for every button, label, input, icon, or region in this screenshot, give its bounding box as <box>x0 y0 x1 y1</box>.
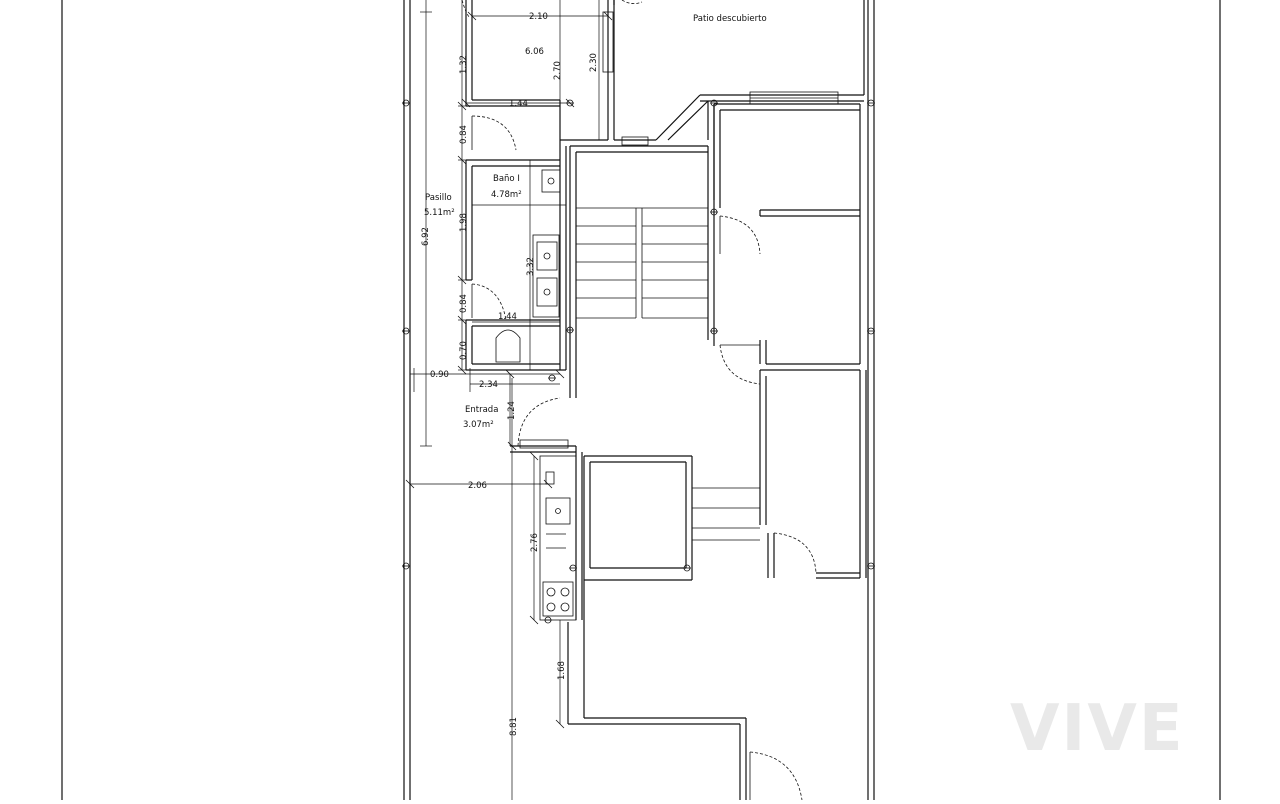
dim-label: 2.70 <box>553 61 563 80</box>
dim-label: 2.76 <box>530 533 540 552</box>
dim-label: 1.68 <box>557 661 567 680</box>
outer-walls <box>403 0 875 800</box>
dim-label: 0.84 <box>459 294 469 313</box>
dim-label: 2.30 <box>589 53 599 72</box>
dim-label: 3.32 <box>526 257 536 276</box>
room-area-bano: 4.78m² <box>491 190 522 200</box>
room-label-pasillo: Pasillo <box>425 193 452 203</box>
dimension-labels: 2.10 6.06 1.44 1.44 0.90 2.34 2.06 2.70 … <box>421 12 599 736</box>
room-area-pasillo: 5.11m² <box>424 208 455 218</box>
dim-label: 1.44 <box>509 99 528 109</box>
dim-label: 2.34 <box>479 380 498 390</box>
interior-walls <box>461 0 867 801</box>
dim-label: 1.32 <box>459 55 469 74</box>
dim-label: 2.06 <box>468 481 487 491</box>
room-label-patio: Patio descubierto <box>693 14 767 24</box>
room-area-entrada: 3.07m² <box>463 420 494 430</box>
dim-label: 1.98 <box>459 213 469 232</box>
dim-label: 6.92 <box>421 227 431 246</box>
dim-label: 1.44 <box>498 312 517 322</box>
room-label-bano: Baño I <box>493 174 520 184</box>
dim-label: 0.90 <box>430 370 449 380</box>
dim-label: 0.84 <box>459 125 469 144</box>
dim-label: 0.70 <box>459 341 469 360</box>
dim-label: 6.06 <box>525 47 544 57</box>
watermark: VIVE <box>1010 692 1185 766</box>
dimension-lines <box>405 0 613 800</box>
dim-label: 2.10 <box>529 12 548 22</box>
room-label-entrada: Entrada <box>465 405 498 415</box>
dim-label: 1.24 <box>507 401 517 420</box>
dim-label: 8.81 <box>509 717 519 736</box>
room-labels: Patio descubierto Baño I 4.78m² Pasillo … <box>424 14 767 430</box>
